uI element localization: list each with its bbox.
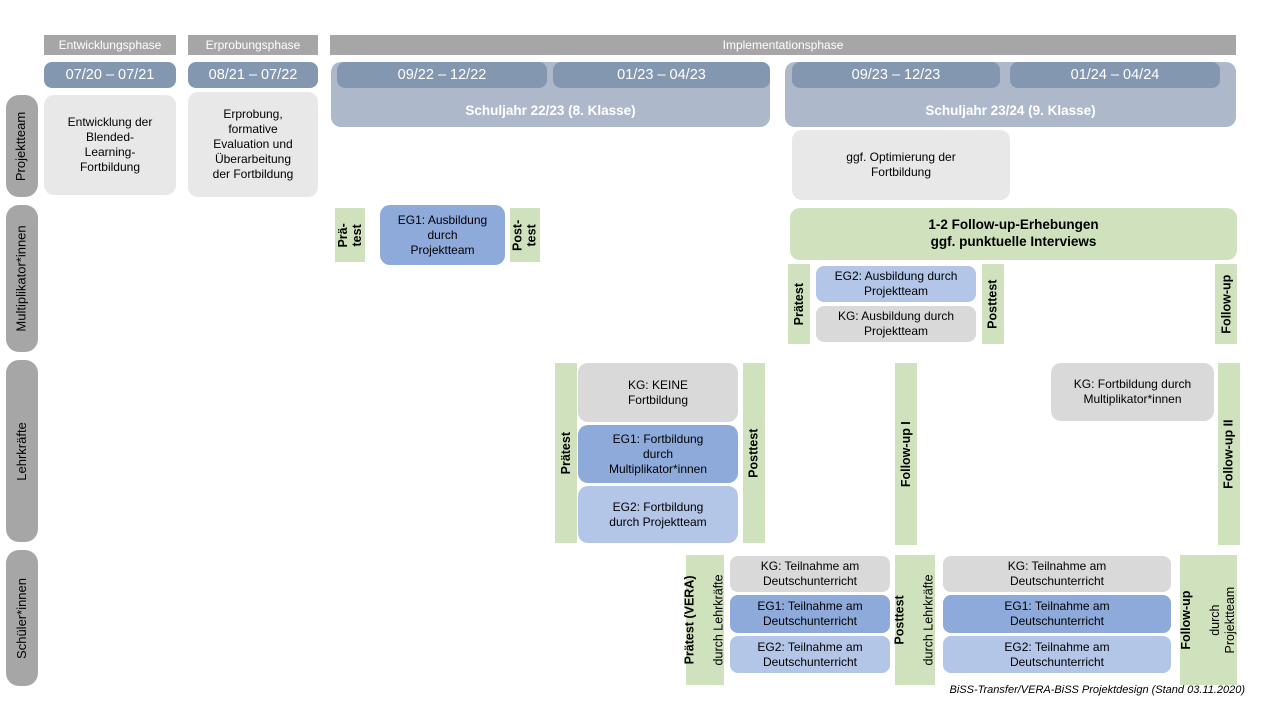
box-eg2-teilnahme-2: EG2: Teilnahme am Deutschunterricht	[943, 636, 1171, 673]
box-eg1-fortbildung-multiplikatoren: EG1: Fortbildung durch Multiplikator*inn…	[578, 425, 738, 483]
phase-header-erprobung: Erprobungsphase	[188, 35, 318, 55]
date-label-3: 09/22 – 12/22	[397, 67, 487, 83]
box-eg2-ausbildung-projektteam-text: EG2: Ausbildung durch Projektteam	[834, 269, 958, 298]
date-bar-0923-1223: 09/23 – 12/23	[792, 62, 1000, 88]
year-band-2223-label: Schuljahr 22/23 (8. Klasse)	[465, 103, 636, 118]
vbar-followup1-lehrkraefte: Follow-up I	[895, 363, 917, 545]
date-label-6: 01/24 – 04/24	[1070, 67, 1160, 83]
year-band-2324-label: Schuljahr 23/24 (9. Klasse)	[925, 103, 1096, 118]
date-bar-0123-0423: 01/23 – 04/23	[553, 62, 770, 88]
box-eg2-teilnahme-2-text: EG2: Teilnahme am Deutschunterricht	[1004, 639, 1110, 669]
vbar-posttest-multiplikatoren-2-text: Posttest	[985, 279, 1000, 329]
box-followup-erhebungen: 1-2 Follow-up-Erhebungen ggf. punktuelle…	[790, 208, 1237, 260]
vbar-followup-multiplikatoren-text: Follow-up	[1218, 274, 1233, 334]
vbar-posttest-lehrkraefte: Posttest	[743, 363, 765, 543]
phase-header-entwicklung-label: Entwicklungsphase	[58, 38, 162, 52]
box-entwicklung-fortbildung-text: Entwicklung der Blended- Learning- Fortb…	[67, 115, 153, 174]
vbar-posttest-schueler-sub: durch Lehrkräfte	[922, 574, 937, 666]
vbar-posttest-schueler-main: Posttest	[893, 595, 908, 645]
vbar-praetest-multiplikatoren-1-text: Prä- test	[335, 222, 364, 248]
box-kg-keine-fortbildung-text: KG: KEINE Fortbildung	[627, 377, 689, 407]
box-kg-ausbildung-projektteam-text: KG: Ausbildung durch Projektteam	[837, 309, 955, 338]
box-eg1-teilnahme-2-text: EG1: Teilnahme am Deutschunterricht	[1004, 599, 1110, 628]
vbar-posttest-schueler-textblock: Posttest durch Lehrkräfte	[879, 574, 951, 665]
row-label-multiplikatoren: Multiplikator*innen	[6, 205, 38, 352]
vbar-followup-schueler-main: Follow-up	[1179, 590, 1194, 650]
row-label-lehrkraefte-text: Lehrkräfte	[13, 421, 29, 481]
box-eg2-teilnahme-1: EG2: Teilnahme am Deutschunterricht	[730, 636, 890, 673]
vbar-posttest-multiplikatoren-2: Posttest	[982, 264, 1004, 344]
box-eg2-fortbildung-projektteam: EG2: Fortbildung durch Projektteam	[578, 486, 738, 543]
box-eg2-teilnahme-1-text: EG2: Teilnahme am Deutschunterricht	[757, 639, 863, 669]
vbar-followup-schueler-textblock: Follow-up durch Projektteam	[1165, 587, 1251, 654]
vbar-followup1-lehrkraefte-text: Follow-up I	[898, 421, 913, 487]
box-erprobung-evaluation-text: Erprobung, formative Evaluation und Über…	[212, 107, 294, 181]
phase-header-implementation-label: Implementationsphase	[722, 38, 844, 52]
box-eg2-ausbildung-projektteam: EG2: Ausbildung durch Projektteam	[816, 266, 976, 302]
box-kg-fortbildung-multiplikatoren: KG: Fortbildung durch Multiplikator*inne…	[1051, 363, 1214, 421]
box-optimierung-fortbildung: ggf. Optimierung der Fortbildung	[792, 130, 1010, 200]
box-kg-fortbildung-multiplikatoren-text: KG: Fortbildung durch Multiplikator*inne…	[1073, 377, 1192, 406]
row-label-multiplikatoren-text: Multiplikator*innen	[13, 225, 29, 332]
box-eg1-ausbildung-projektteam-text: EG1: Ausbildung durch Projektteam	[397, 212, 488, 257]
date-bar-0720-0721: 07/20 – 07/21	[44, 62, 176, 88]
vbar-praetest-multiplikatoren-2: Prätest	[788, 264, 810, 344]
date-bar-0124-0424: 01/24 – 04/24	[1010, 62, 1220, 88]
row-label-projektteam-text: Projektteam	[13, 111, 29, 181]
vbar-posttest-schueler: Posttest durch Lehrkräfte	[893, 555, 936, 685]
box-erprobung-evaluation: Erprobung, formative Evaluation und Über…	[188, 92, 318, 197]
caption: BiSS-Transfer/VERA-BiSS Projektdesign (S…	[949, 684, 1245, 696]
box-eg1-fortbildung-multiplikatoren-text: EG1: Fortbildung durch Multiplikator*inn…	[608, 431, 708, 476]
vbar-praetest-vera-schueler: Prätest (VERA) durch Lehrkräfte	[683, 555, 727, 685]
vbar-followup2-lehrkraefte-text: Follow-up II	[1221, 419, 1236, 489]
box-entwicklung-fortbildung: Entwicklung der Blended- Learning- Fortb…	[44, 95, 176, 195]
vbar-praetest-vera-main: Prätest (VERA)	[683, 575, 698, 665]
row-label-projektteam: Projektteam	[6, 95, 38, 197]
box-kg-teilnahme-1: KG: Teilnahme am Deutschunterricht	[730, 556, 890, 592]
vbar-praetest-lehrkraefte-text: Prätest	[558, 431, 573, 475]
vbar-followup-multiplikatoren: Follow-up	[1215, 264, 1237, 344]
vbar-praetest-vera-sub: durch Lehrkräfte	[712, 574, 727, 666]
box-eg1-teilnahme-2: EG1: Teilnahme am Deutschunterricht	[943, 595, 1171, 633]
row-label-schueler-text: Schüler*innen	[13, 577, 29, 659]
box-eg1-teilnahme-1: EG1: Teilnahme am Deutschunterricht	[730, 595, 890, 633]
vbar-followup-schueler: Follow-up durch Projektteam	[1180, 555, 1237, 685]
row-label-schueler: Schüler*innen	[6, 550, 38, 686]
box-eg2-fortbildung-projektteam-text: EG2: Fortbildung durch Projektteam	[609, 499, 707, 529]
box-kg-teilnahme-1-text: KG: Teilnahme am Deutschunterricht	[760, 559, 860, 588]
date-label-5: 09/23 – 12/23	[851, 67, 941, 83]
phase-header-implementation: Implementationsphase	[330, 35, 1236, 55]
date-bar-0821-0722: 08/21 – 07/22	[188, 62, 318, 88]
date-label-4: 01/23 – 04/23	[617, 67, 706, 83]
box-kg-teilnahme-2-text: KG: Teilnahme am Deutschunterricht	[1007, 559, 1107, 588]
vbar-followup2-lehrkraefte: Follow-up II	[1218, 363, 1240, 545]
vbar-praetest-lehrkraefte: Prätest	[555, 363, 577, 543]
row-label-lehrkraefte: Lehrkräfte	[6, 360, 38, 542]
vbar-praetest-multiplikatoren-1: Prä- test	[335, 208, 365, 262]
vbar-praetest-multiplikatoren-2-text: Prätest	[791, 282, 806, 326]
date-label-2: 08/21 – 07/22	[208, 67, 298, 83]
vbar-posttest-lehrkraefte-text: Posttest	[746, 428, 761, 478]
box-optimierung-fortbildung-text: ggf. Optimierung der Fortbildung	[846, 150, 956, 179]
box-kg-ausbildung-projektteam: KG: Ausbildung durch Projektteam	[816, 306, 976, 342]
date-label-1: 07/20 – 07/21	[65, 67, 155, 83]
box-kg-keine-fortbildung: KG: KEINE Fortbildung	[578, 363, 738, 422]
box-kg-teilnahme-2: KG: Teilnahme am Deutschunterricht	[943, 556, 1171, 592]
vbar-posttest-multiplikatoren-1: Post- test	[510, 208, 540, 262]
vbar-followup-schueler-sub: durch Projektteam	[1208, 586, 1237, 654]
vbar-posttest-multiplikatoren-1-text: Post- test	[510, 219, 539, 251]
phase-header-erprobung-label: Erprobungsphase	[205, 38, 301, 52]
box-eg1-ausbildung-projektteam: EG1: Ausbildung durch Projektteam	[380, 205, 505, 265]
date-bar-0922-1222: 09/22 – 12/22	[337, 62, 547, 88]
box-followup-erhebungen-text: 1-2 Follow-up-Erhebungen ggf. punktuelle…	[928, 217, 1099, 249]
phase-header-entwicklung: Entwicklungsphase	[44, 35, 176, 55]
box-eg1-teilnahme-1-text: EG1: Teilnahme am Deutschunterricht	[757, 599, 863, 628]
